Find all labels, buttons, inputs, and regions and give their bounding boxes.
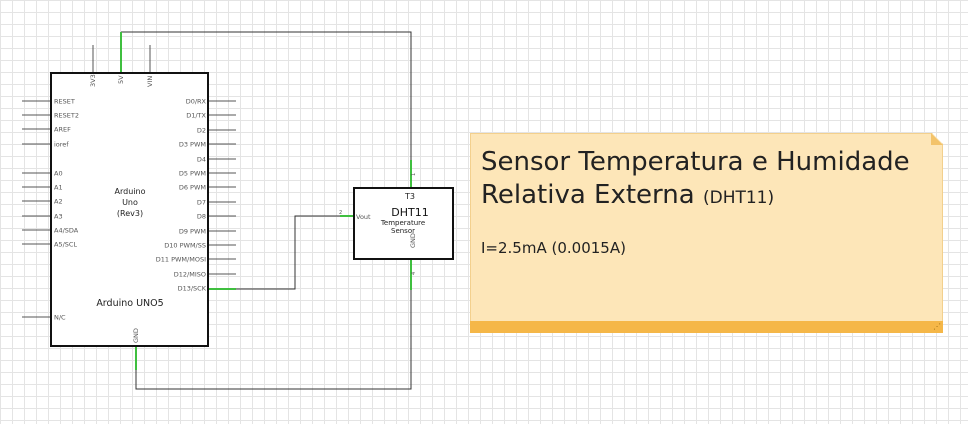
pin-label-right-9: D9 PWM (179, 228, 206, 236)
pin-label-left-9: A5/SCL (54, 241, 77, 249)
note-footer-bar (470, 321, 943, 333)
sensor-ref: T3 (404, 192, 415, 201)
sensor-name: DHT11 (391, 206, 428, 219)
pin-label-left-8: A4/SDA (54, 227, 79, 235)
note-resize-grip-icon[interactable]: ⋰ (933, 322, 941, 331)
sensor-pin-label-vout: Vout (356, 213, 371, 221)
pin-label-right-12: D12/MISO (174, 271, 206, 279)
arduino-label: Arduino UNO5 (96, 298, 163, 309)
pin-label-right-1: D1/TX (186, 112, 206, 120)
note-title: Sensor Temperatura e Humidade Relativa E… (481, 146, 936, 215)
pin-label-3v3: 3V3 (89, 74, 97, 87)
pin-label-right-11: D11 PWM/MOSI (156, 256, 206, 264)
dht11-sensor-part[interactable] (353, 187, 454, 260)
wires (121, 31, 412, 390)
pin-label-left-7: A3 (54, 213, 63, 221)
arduino-part-rev: (Rev3) (117, 209, 143, 218)
pin-label-5v: 5V (117, 75, 125, 84)
arduino-part-name: Arduino (115, 187, 146, 196)
pin-label-right-7: D7 (197, 199, 206, 207)
sensor-pin-num-vout: 2 (339, 210, 342, 216)
pin-label-right-6: D6 PWM (179, 184, 206, 192)
pin-label-left-0: RESET (54, 98, 75, 106)
pin-label-left-5: A1 (54, 184, 63, 192)
sensor-desc-line1: Temperature (380, 219, 425, 227)
pin-label-left-1: RESET2 (54, 112, 79, 120)
pin-label-left-10: N/C (54, 314, 66, 322)
arduino-part-model: Uno (122, 198, 138, 207)
pin-label-right-3: D3 PWM (179, 141, 206, 149)
pin-label-left-2: AREF (54, 126, 71, 134)
wire-gnd-to-sensor-gnd[interactable] (135, 290, 412, 390)
connected-pin-stubs (120, 32, 412, 370)
arduino-right-pin-stubs (208, 100, 236, 275)
sensor-pin-label-gnd: GND (409, 233, 417, 248)
arduino-left-pin-stubs (22, 100, 51, 318)
pin-label-left-6: A2 (54, 198, 63, 206)
wire-5v-to-sensor-vcc[interactable] (121, 31, 412, 160)
pin-label-right-13: D13/SCK (178, 285, 207, 293)
pin-label-right-2: D2 (197, 127, 206, 135)
sensor-pin-num-vcc: 1 (411, 173, 417, 176)
sticky-note[interactable] (470, 133, 943, 333)
sensor-desc-line2: Sensor (391, 227, 415, 235)
note-body: I=2.5mA (0.0015A) (481, 239, 626, 257)
pin-label-right-8: D8 (197, 213, 206, 221)
pin-label-right-10: D10 PWM/SS (164, 242, 206, 250)
pin-label-left-3: ioref (54, 141, 69, 149)
wire-d13-to-sensor-vout[interactable] (236, 215, 340, 290)
pin-label-gnd: GND (132, 328, 140, 343)
arduino-uno-part[interactable] (50, 72, 209, 347)
pin-label-right-0: D0/RX (186, 98, 207, 106)
note-title-text: Sensor Temperatura e Humidade Relativa E… (481, 147, 910, 210)
pin-label-right-5: D5 PWM (179, 170, 206, 178)
sensor-pin-num-gnd: 4 (411, 272, 417, 275)
arduino-top-pin-stubs (92, 45, 151, 73)
pin-label-left-4: A0 (54, 170, 63, 178)
pin-label-right-4: D4 (197, 156, 206, 164)
note-title-part: (DHT11) (702, 188, 775, 208)
pin-label-vin: VIN (146, 76, 154, 87)
